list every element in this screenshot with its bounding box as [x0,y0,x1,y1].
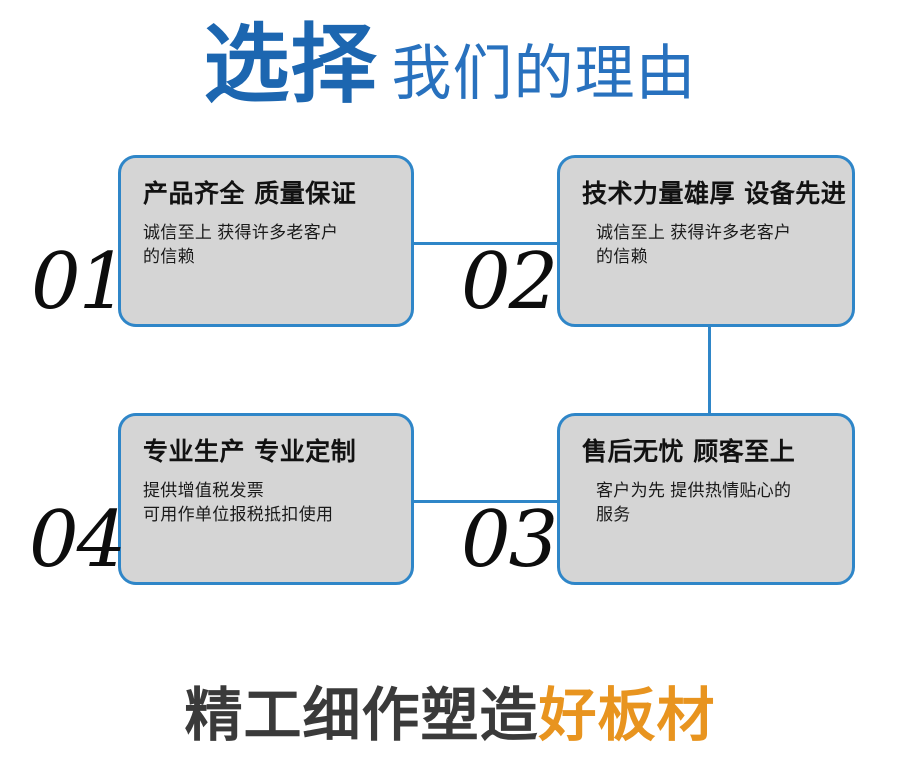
page-title: 选择 我们的理由 [0,22,900,122]
feature-card-02-number: 02 [461,237,558,327]
feature-card-03-body-line-1: 客户为先 提供热情贴心的 [596,480,792,500]
page-title-subtext: 我们的理由 [391,40,697,107]
feature-card-04-title: 专业生产 专业定制 [143,437,357,466]
page-title-emphasis: 选择 [203,15,378,115]
connector-card01-to-card02 [412,242,560,245]
feature-card-02-body-line-2: 的信赖 [596,247,648,267]
footer-slogan-primary: 精工细作塑造 [184,681,539,749]
connector-card02-to-card03 [708,325,711,415]
feature-card-04[interactable]: 专业生产 专业定制 提供增值税发票 可用作单位报税抵扣使用 [118,413,414,585]
connector-card04-to-card03 [412,500,560,503]
feature-card-04-body: 提供增值税发票 可用作单位报税抵扣使用 [143,479,393,528]
footer-slogan-accent: 好板材 [538,681,716,749]
feature-card-03[interactable]: 售后无忧 顾客至上 客户为先 提供热情贴心的 服务 [557,413,855,585]
feature-card-03-title: 售后无忧 顾客至上 [582,437,796,466]
feature-card-02-title: 技术力量雄厚 设备先进 [582,179,847,208]
feature-card-02-body: 诚信至上 获得许多老客户 的信赖 [582,221,834,270]
feature-card-04-number: 04 [29,495,126,585]
feature-card-03-body-line-2: 服务 [596,505,631,525]
feature-card-02-body-line-1: 诚信至上 获得许多老客户 [596,222,792,242]
feature-card-01-body: 诚信至上 获得许多老客户 的信赖 [143,221,393,270]
feature-card-03-body: 客户为先 提供热情贴心的 服务 [582,479,834,528]
feature-card-03-number: 03 [461,495,558,585]
feature-card-01-body-line-2: 的信赖 [143,247,195,267]
feature-card-02[interactable]: 技术力量雄厚 设备先进 诚信至上 获得许多老客户 的信赖 [557,155,855,327]
footer-slogan: 精工细作塑造好板材 [0,668,900,752]
feature-card-01[interactable]: 产品齐全 质量保证 诚信至上 获得许多老客户 的信赖 [118,155,414,327]
feature-card-01-body-line-1: 诚信至上 获得许多老客户 [143,222,339,242]
feature-card-01-title: 产品齐全 质量保证 [143,179,357,208]
feature-card-01-number: 01 [31,237,128,327]
feature-card-04-body-line-2: 可用作单位报税抵扣使用 [143,505,334,525]
feature-card-04-body-line-1: 提供增值税发票 [143,480,265,500]
